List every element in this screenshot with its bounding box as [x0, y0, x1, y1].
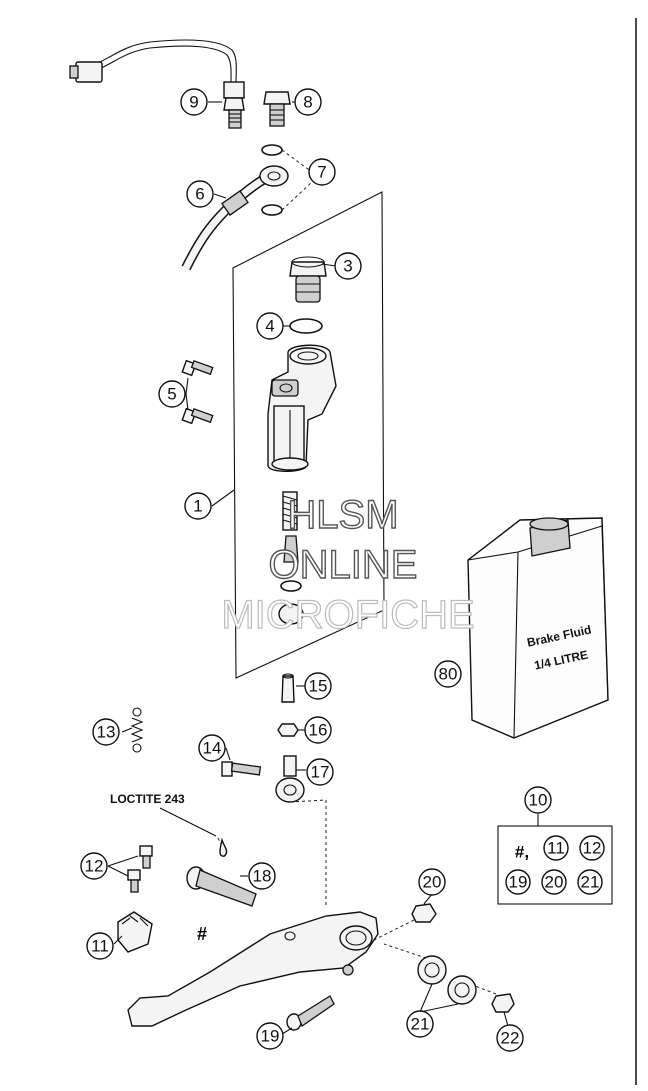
svg-text:5: 5	[167, 385, 176, 404]
pushrod	[281, 673, 295, 703]
o-ring	[289, 318, 323, 334]
svg-text:80: 80	[439, 665, 458, 684]
copper-washers	[261, 144, 313, 216]
svg-text:21: 21	[411, 1015, 430, 1034]
svg-text:14: 14	[203, 739, 222, 758]
callout-22: 22	[496, 1024, 524, 1052]
callout-7: 7	[308, 158, 336, 186]
svg-text:19: 19	[509, 873, 528, 892]
svg-text:19: 19	[261, 1027, 280, 1046]
watermark: HLSM ONLINE MICROFICHE	[221, 492, 476, 637]
pivot-nut	[411, 903, 437, 923]
brake-light-switch	[69, 39, 245, 129]
brake-fluid-bottle: Brake Fluid 1/4 LITRE	[467, 517, 609, 739]
callout-80: 80	[434, 660, 462, 688]
callout-21: 21	[406, 1010, 434, 1038]
callout-3: 3	[334, 252, 362, 280]
svg-text:21: 21	[581, 873, 600, 892]
svg-text:1: 1	[193, 497, 202, 516]
svg-text:17: 17	[311, 763, 330, 782]
svg-text:16: 16	[309, 721, 328, 740]
svg-text:20: 20	[423, 873, 442, 892]
callout-11: 11	[86, 932, 114, 960]
pivot-bolt	[186, 866, 257, 907]
callout-14: 14	[198, 734, 226, 762]
callout-9: 9	[180, 88, 208, 116]
watermark-line3: MICROFICHE	[221, 593, 474, 637]
callout-18: 18	[248, 862, 276, 890]
svg-text:8: 8	[303, 93, 312, 112]
kit-callout-21: 21	[577, 869, 603, 895]
svg-text:18: 18	[253, 867, 272, 886]
brake-pedal-lever	[127, 911, 379, 1027]
master-cylinder-body	[267, 344, 337, 472]
pedal-bearings	[417, 955, 477, 1005]
brake-step	[117, 911, 153, 953]
callout-17: 17	[306, 758, 334, 786]
loctite-drop	[219, 837, 228, 857]
callout-19: 19	[256, 1022, 284, 1050]
banjo-bolt	[263, 91, 291, 127]
svg-text:13: 13	[97, 723, 116, 742]
clevis	[275, 755, 305, 803]
reservoir-fitting	[289, 256, 327, 303]
svg-text:7: 7	[317, 163, 326, 182]
kit-callout-19: 19	[505, 869, 531, 895]
callout-8: 8	[294, 88, 322, 116]
svg-text:15: 15	[309, 677, 328, 696]
kit-callout-12: 12	[579, 835, 605, 861]
callout-16: 16	[304, 716, 332, 744]
callout-15: 15	[304, 672, 332, 700]
loctite-label: LOCTITE 243	[110, 792, 185, 806]
assembly-guide-lines	[217, 799, 497, 995]
kit-callout-11: 11	[543, 835, 569, 861]
callout-4: 4	[256, 312, 284, 340]
cap-nut	[491, 993, 515, 1013]
svg-text:3: 3	[343, 257, 352, 276]
master-cylinder-group-outline	[232, 191, 385, 679]
svg-text:6: 6	[195, 185, 204, 204]
callout-12: 12	[80, 852, 108, 880]
repair-kit-box: #, 11 12 19 20 21	[497, 814, 613, 905]
brake-hose	[181, 165, 289, 271]
brake-step-screws	[127, 845, 153, 893]
callout-1: 1	[184, 492, 212, 520]
svg-text:22: 22	[501, 1029, 520, 1048]
svg-text:11: 11	[547, 839, 565, 858]
piston-spring-kit	[278, 491, 304, 625]
callout-13: 13	[92, 718, 120, 746]
kit-hash-prefix: #,	[515, 843, 529, 862]
callout-10: 10	[524, 786, 552, 814]
return-spring	[130, 707, 144, 753]
svg-text:4: 4	[265, 317, 274, 336]
pedal-hash-label: #	[197, 924, 207, 944]
callout-5: 5	[158, 380, 186, 408]
watermark-line2: ONLINE	[269, 543, 418, 587]
callout-leader-lines	[107, 101, 509, 1035]
callout-6: 6	[186, 180, 214, 208]
watermark-line1: HLSM	[287, 493, 398, 537]
svg-text:12: 12	[583, 839, 602, 858]
svg-text:20: 20	[545, 873, 564, 892]
kit-callout-20: 20	[541, 869, 567, 895]
clevis-bolt	[221, 761, 262, 777]
svg-text:10: 10	[529, 791, 548, 810]
pedal-stop-bolt	[286, 995, 335, 1031]
svg-text:12: 12	[85, 857, 104, 876]
svg-text:11: 11	[91, 937, 109, 956]
mounting-screws	[181, 359, 214, 425]
svg-text:9: 9	[189, 93, 198, 112]
callout-20: 20	[418, 868, 446, 896]
lock-nut	[277, 723, 299, 737]
